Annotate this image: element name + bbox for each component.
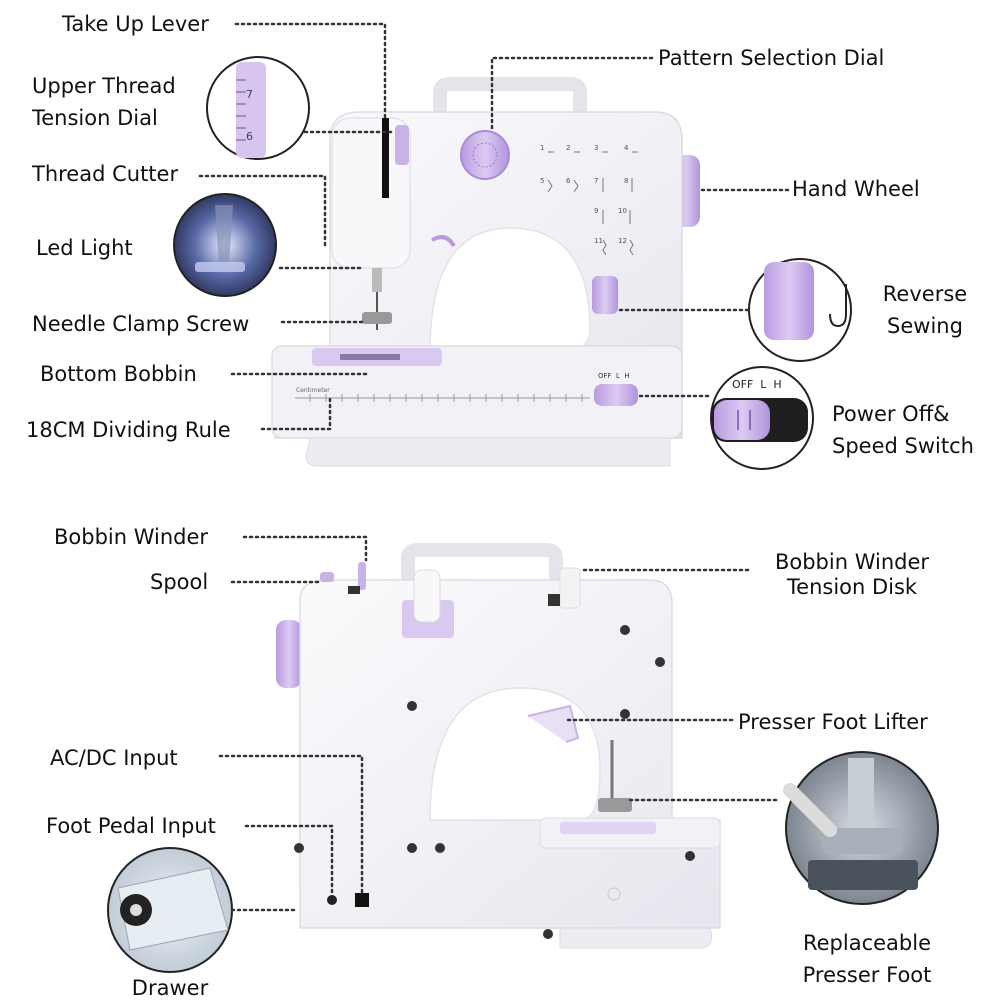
svg-text:2: 2 xyxy=(566,144,570,152)
svg-text:8: 8 xyxy=(624,177,628,185)
label-reverse-sewing: Reverse Sewing xyxy=(870,278,980,342)
svg-text:9: 9 xyxy=(594,207,598,215)
tension-number-6: 6 xyxy=(246,130,253,143)
label-line: Upper Thread xyxy=(32,74,176,98)
svg-text:10: 10 xyxy=(618,207,627,215)
zoom-circle-presser-foot xyxy=(783,751,939,905)
label-foot-pedal-input: Foot Pedal Input xyxy=(46,814,216,838)
label-bobbin-winder-tension-disk: Bobbin Winder Tension Disk xyxy=(752,550,952,600)
svg-text:12: 12 xyxy=(618,237,627,245)
leader-lines xyxy=(198,22,790,912)
svg-text:7: 7 xyxy=(594,177,598,185)
zoom-circle-reverse xyxy=(748,258,852,362)
svg-text:1: 1 xyxy=(540,144,544,152)
label-presser-foot-lifter: Presser Foot Lifter xyxy=(738,710,928,734)
label-needle-clamp-screw: Needle Clamp Screw xyxy=(32,312,250,336)
label-pattern-selection-dial: Pattern Selection Dial xyxy=(658,46,885,70)
label-led-light: Led Light xyxy=(36,236,133,260)
zoom-circle-drawer xyxy=(107,847,233,973)
svg-text:4: 4 xyxy=(624,144,629,152)
label-drawer: Drawer xyxy=(131,976,209,1000)
label-line: Bobbin Winder xyxy=(774,550,930,574)
label-line: Tension Dial xyxy=(32,106,158,130)
svg-text:3: 3 xyxy=(594,144,598,152)
label-power-speed-switch: Power Off& Speed Switch xyxy=(832,398,974,462)
label-spool: Spool xyxy=(150,570,209,594)
label-replaceable-presser-foot: Replaceable Presser Foot xyxy=(782,927,952,991)
label-bottom-bobbin: Bottom Bobbin xyxy=(40,362,197,386)
label-line: Power Off& xyxy=(832,402,950,426)
svg-text:6: 6 xyxy=(566,177,571,185)
ruler-caption: Centimeter xyxy=(296,387,330,394)
label-line: Presser Foot xyxy=(802,963,932,987)
sewing-machine-back xyxy=(276,543,721,949)
label-hand-wheel: Hand Wheel xyxy=(792,177,920,201)
label-line: Tension Disk xyxy=(786,575,918,599)
label-dividing-rule: 18CM Dividing Rule xyxy=(26,418,231,442)
svg-text:11: 11 xyxy=(594,237,603,245)
machine-switch-text: OFF L H xyxy=(598,372,630,380)
zoom-switch-text: OFF L H xyxy=(732,378,782,391)
zoom-circle-led xyxy=(173,193,277,297)
label-line: Replaceable xyxy=(802,931,932,955)
label-line: Reverse xyxy=(882,282,968,306)
label-line: Sewing xyxy=(887,314,963,338)
zoom-circle-switch xyxy=(710,366,814,470)
label-bobbin-winder: Bobbin Winder xyxy=(54,525,209,549)
label-ac-dc-input: AC/DC Input xyxy=(50,746,178,770)
svg-text:5: 5 xyxy=(540,177,544,185)
label-take-up-lever: Take Up Lever xyxy=(62,12,209,36)
tension-number-7: 7 xyxy=(246,88,253,101)
label-thread-cutter: Thread Cutter xyxy=(32,162,179,186)
zoom-circle-tension xyxy=(206,56,310,160)
label-upper-thread-tension-dial: Upper Thread Tension Dial xyxy=(32,70,176,134)
label-line: Speed Switch xyxy=(832,434,974,458)
